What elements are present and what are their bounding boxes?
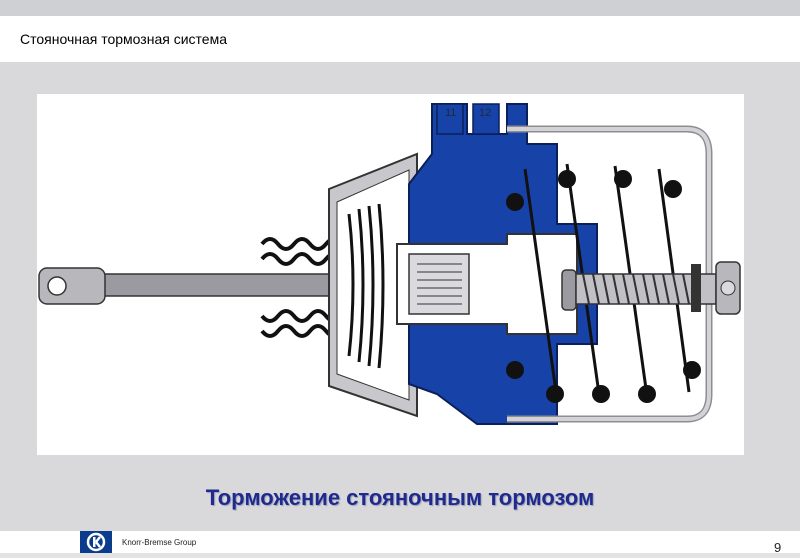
knorr-bremse-logo (80, 531, 112, 553)
port-12 (472, 103, 500, 135)
port-11 (436, 103, 464, 135)
brand-name: Knorr-Bremse Group (122, 538, 197, 547)
rubber-boot-bottom (260, 309, 344, 338)
release-mechanism (408, 253, 470, 315)
brake-chamber-svg: 11 12 (38, 103, 741, 425)
release-washer (691, 264, 701, 312)
release-bolt-thread (582, 273, 690, 305)
slide-caption: Торможение стояночным тормозом (205, 485, 595, 510)
port-11-label: 11 (445, 107, 456, 119)
slide-header: Стояночная тормозная система (0, 16, 800, 63)
release-nut-face (720, 280, 736, 296)
top-bar (0, 0, 800, 16)
rod-eye-hole (47, 276, 67, 296)
slide-title: Стояночная тормозная система (20, 31, 227, 47)
service-return-spring (347, 203, 385, 369)
slide-footer (0, 531, 800, 553)
release-mechanism-detail (417, 263, 462, 305)
rubber-boot-top (260, 237, 344, 266)
knorr-bremse-logo-icon (86, 532, 106, 552)
push-rod (96, 273, 348, 297)
release-bolt-head-inner (561, 269, 577, 311)
brake-chamber-diagram: 11 12 (37, 94, 744, 455)
port-12-label: 12 (479, 107, 491, 119)
power-spring-sections (506, 170, 701, 403)
page-number: 9 (774, 540, 782, 555)
